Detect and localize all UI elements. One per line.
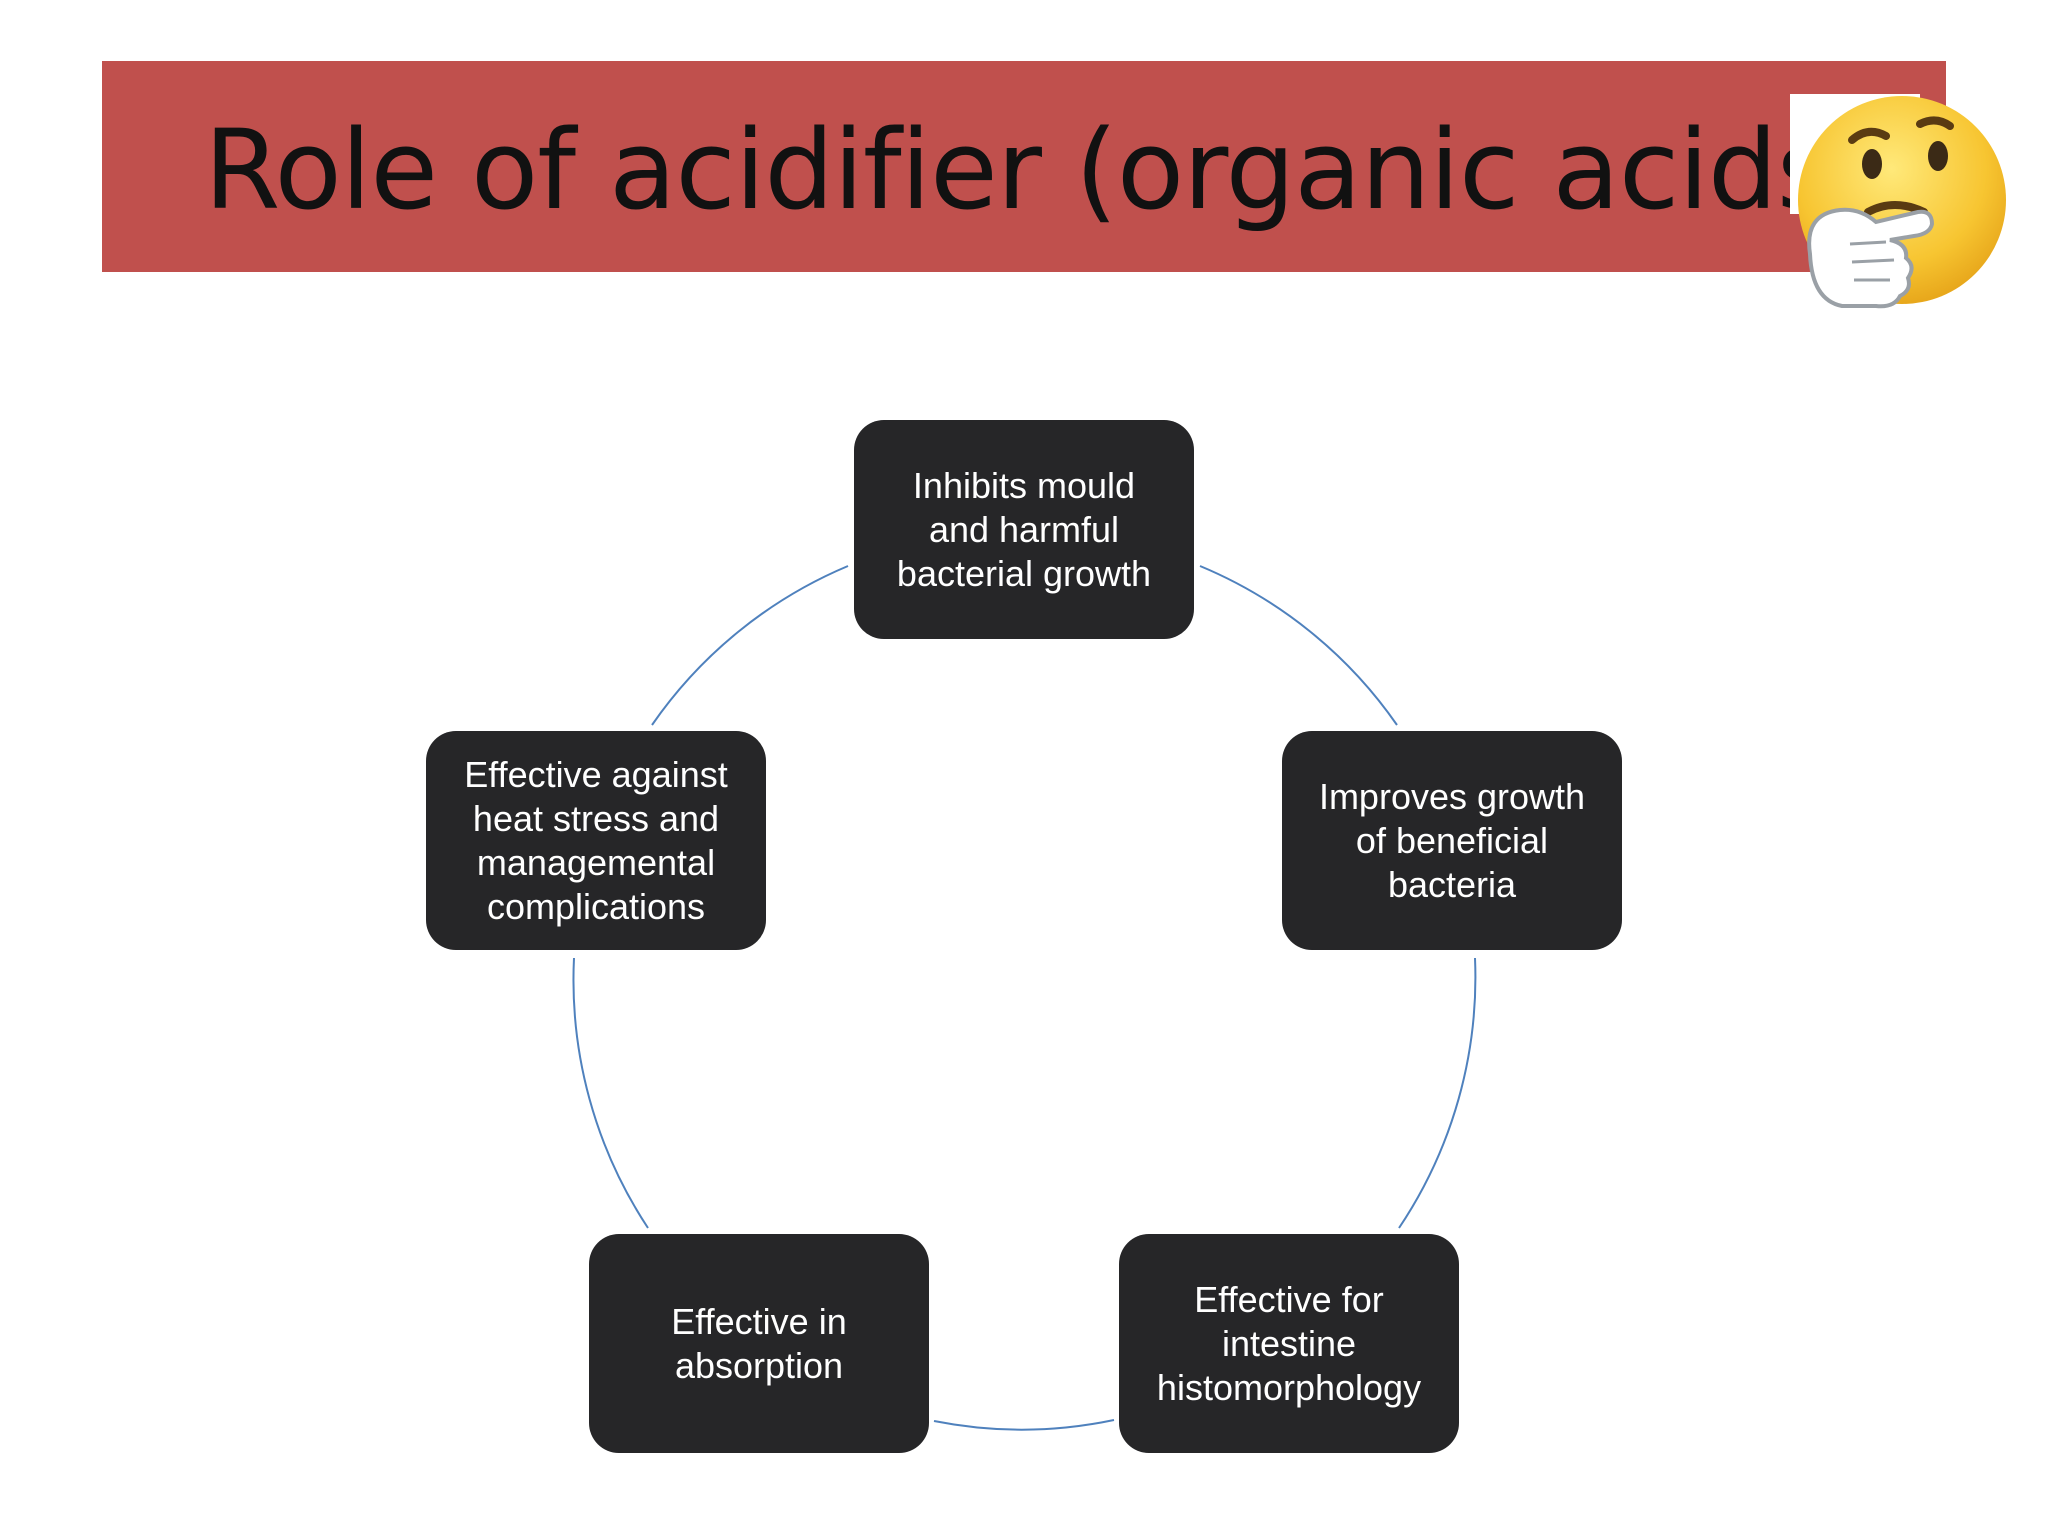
cycle-node-intestine-histomorphology: Effective for intestine histomorphology [1119, 1234, 1459, 1453]
thinking-face-icon [1790, 94, 2010, 314]
cycle-node-label: Inhibits mould and harmful bacterial gro… [896, 464, 1152, 594]
connector-arc-1 [1199, 565, 1398, 726]
connector-arc-5 [651, 565, 849, 726]
cycle-node-heat-stress: Effective against heat stress and manage… [426, 731, 766, 950]
connector-arc-4 [572, 957, 649, 1229]
cycle-node-inhibits-mould: Inhibits mould and harmful bacterial gro… [854, 420, 1194, 639]
connector-arc-2 [1398, 957, 1477, 1229]
cycle-node-absorption: Effective in absorption [589, 1234, 929, 1453]
slide-title: Role of acidifier (organic acids ) [204, 106, 1910, 234]
thinking-face-svg [1790, 94, 2006, 309]
cycle-node-label: Effective in absorption [671, 1300, 847, 1386]
title-bar [102, 61, 1946, 272]
cycle-node-label: Effective against heat stress and manage… [464, 753, 728, 927]
cycle-node-label: Improves growth of beneficial bacteria [1318, 775, 1586, 905]
cycle-node-improves-growth: Improves growth of beneficial bacteria [1282, 731, 1622, 950]
connector-arc-3 [933, 1419, 1115, 1431]
cycle-node-label: Effective for intestine histomorphology [1156, 1278, 1422, 1408]
